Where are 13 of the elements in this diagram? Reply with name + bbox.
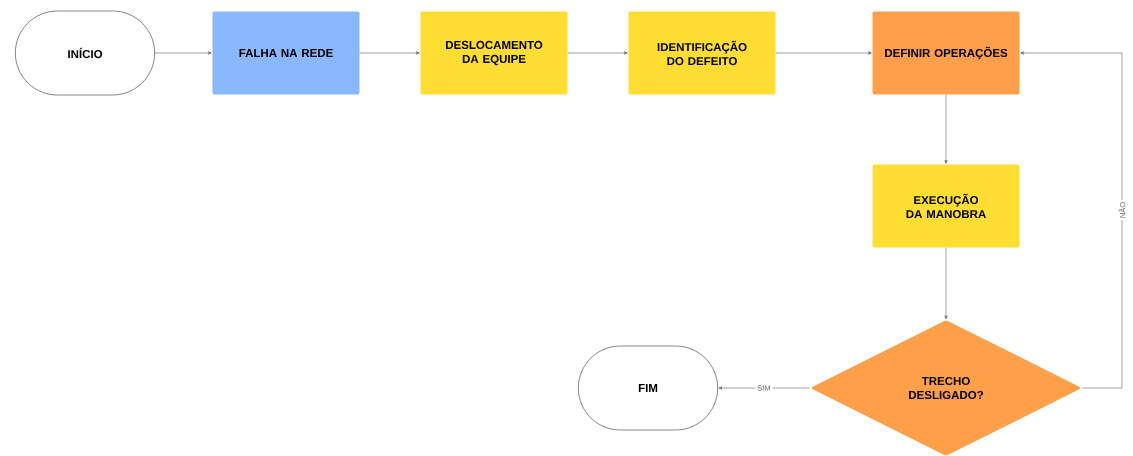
arrow (1020, 51, 1123, 389)
process-box: DEFINIR OPERAÇÕES (872, 11, 1020, 95)
process-box: EXECUÇÃO DA MANOBRA (872, 164, 1020, 248)
process-box: IDENTIFICAÇÃO DO DEFEITO (628, 11, 776, 95)
process-box: FALHA NA REDE (212, 11, 360, 95)
arrow (944, 94, 948, 164)
process-box: DESLOCAMENTO DA EQUIPE (420, 11, 568, 95)
arrow (359, 51, 420, 55)
arrow (567, 51, 628, 55)
arrow (944, 247, 948, 320)
arrow (154, 51, 212, 55)
arrow (718, 386, 811, 390)
arrow (775, 51, 872, 55)
